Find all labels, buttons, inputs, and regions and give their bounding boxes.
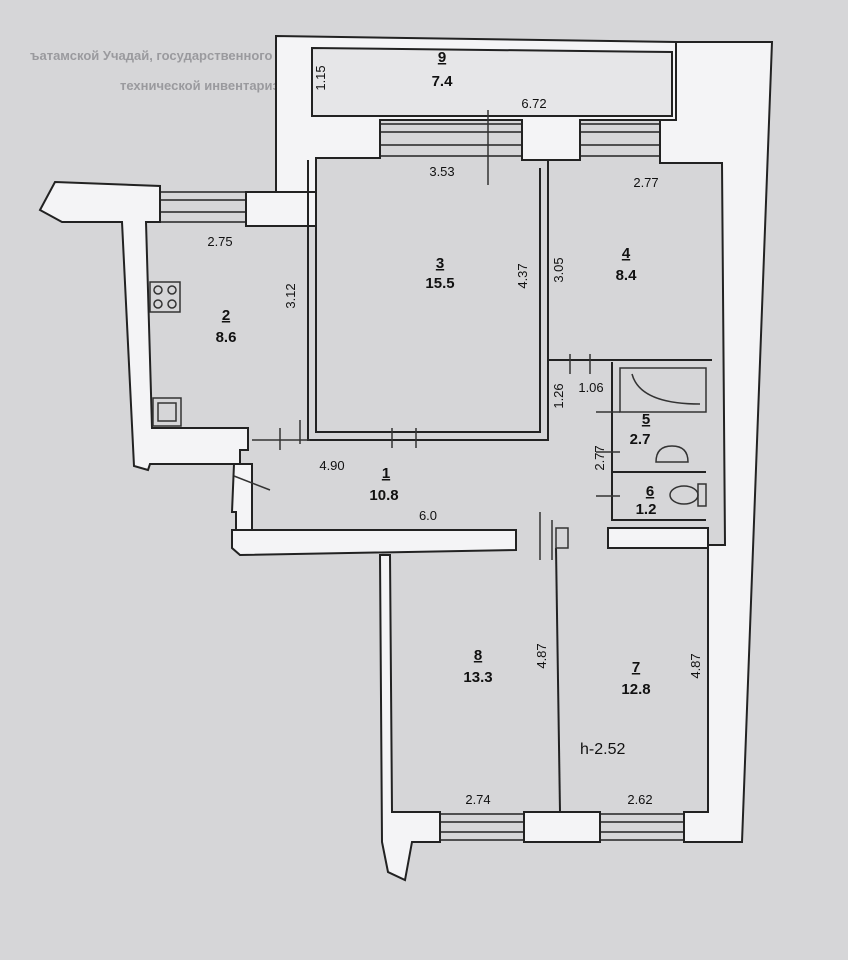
exterior-wall-left	[38, 180, 249, 472]
wall-bottom-pier	[523, 811, 601, 843]
wall-middle-horizontal	[231, 529, 517, 557]
room-5-number: 5	[642, 411, 650, 428]
window-room8	[440, 813, 524, 841]
dim-hall-1-06: 1.06	[578, 380, 603, 395]
room-4-number: 4	[622, 245, 631, 262]
room-2-area: 8.6	[216, 329, 237, 346]
wall-room3	[307, 160, 549, 441]
dim-room7-height: 4.87	[688, 653, 703, 678]
window-room3	[380, 123, 522, 157]
window-kitchen	[160, 191, 246, 223]
kitchen-sink-icon	[152, 397, 182, 427]
dim-hall-1-26: 1.26	[551, 383, 566, 408]
dim-room4-height: 3.05	[551, 257, 566, 282]
wall-block-kitchen-top	[245, 191, 317, 227]
room-1-area: 10.8	[369, 487, 398, 504]
wall-bottom-left	[378, 554, 441, 882]
room-3-number: 3	[436, 255, 444, 272]
window-room4	[580, 123, 660, 157]
toilet-icon	[669, 483, 707, 507]
wall-middle-right	[607, 527, 709, 549]
door-marks	[233, 110, 620, 560]
wall-bath	[611, 362, 706, 521]
dim-room7-width: 2.62	[627, 792, 652, 807]
dim-room2-height: 3.12	[283, 283, 298, 308]
ceiling-height-label: h-2.52	[580, 741, 625, 758]
dim-room8-height: 4.87	[534, 643, 549, 668]
window-room7	[600, 813, 684, 841]
dim-room1-6-0: 6.0	[419, 508, 437, 523]
dim-room1-4-90: 4.90	[319, 458, 344, 473]
dim-room9-height: 1.15	[313, 65, 328, 90]
room-2-number: 2	[222, 307, 230, 324]
dim-room8-width: 2.74	[465, 792, 490, 807]
room-8-number: 8	[474, 647, 482, 664]
room-6-area: 1.2	[636, 501, 657, 518]
room-3-area: 15.5	[425, 275, 454, 292]
bathtub-icon	[619, 367, 707, 413]
wall-room3-inner	[315, 168, 541, 433]
dim-room3-height: 4.37	[515, 263, 530, 288]
washbasin-icon	[655, 445, 689, 463]
dim-room4-width: 2.77	[633, 175, 658, 190]
room-7-area: 12.8	[621, 681, 650, 698]
room-7-number: 7	[632, 659, 640, 676]
room-5-area: 2.7	[630, 431, 651, 448]
wall-corridor-left	[230, 463, 253, 531]
room-6-number: 6	[646, 483, 654, 500]
room-9-number: 9	[438, 49, 446, 66]
dim-room9-width: 6.72	[521, 96, 546, 111]
room-8-area: 13.3	[463, 669, 492, 686]
room-4-area: 8.4	[616, 267, 638, 284]
dim-room2-width: 2.75	[207, 234, 232, 249]
room-9-floor	[311, 46, 673, 117]
room-1-number: 1	[382, 465, 390, 482]
stove-icon	[149, 281, 181, 313]
dim-room3-width: 3.53	[429, 164, 454, 179]
dim-bath-height: 2.77	[592, 445, 607, 470]
room-9-area: 7.4	[432, 73, 454, 90]
wall-room8-7	[555, 547, 561, 813]
